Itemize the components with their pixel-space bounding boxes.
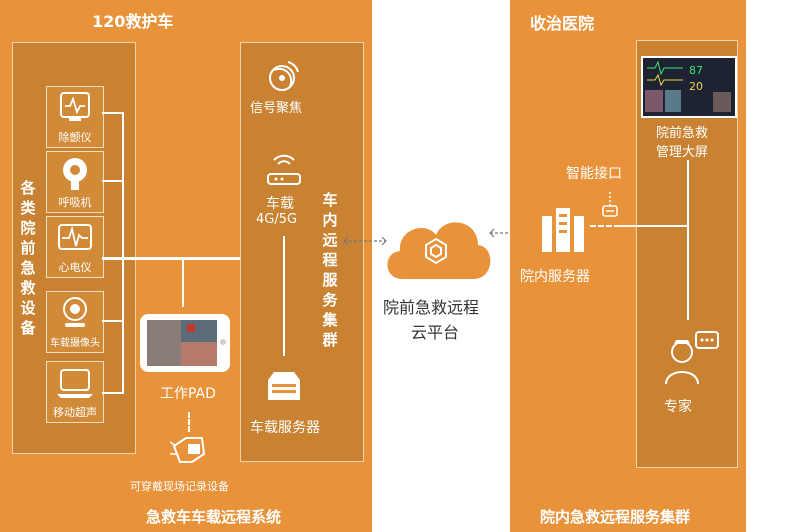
device-connector (102, 320, 124, 322)
signal-icon (269, 61, 299, 91)
cloud-line-2: 云平台 (411, 323, 460, 342)
management-screen[interactable]: 87 20 (641, 56, 737, 118)
link-arrow-left (343, 236, 387, 246)
screen-label-2: 管理大屏 (656, 145, 709, 160)
signal-label: 信号聚焦 (250, 101, 303, 116)
main-bus-line (102, 257, 272, 260)
network-sub-label: 4G/5G (256, 212, 298, 227)
working-pad[interactable] (140, 314, 230, 372)
screen-label-1: 院前急救 (656, 126, 709, 141)
monitor-value-1: 87 (689, 64, 703, 77)
vehicle-cluster-label: 车内远程服务集群 (322, 191, 338, 349)
device-defibrillator[interactable]: 除颤仪 (46, 86, 104, 148)
device-label-ultrasound: 移动超声 (53, 406, 97, 419)
wearable-connector (188, 412, 190, 432)
defibrillator-icon (60, 92, 90, 121)
interface-icon (602, 192, 618, 217)
hospital-server-icon (542, 208, 584, 252)
pad-home-button[interactable] (220, 339, 226, 345)
interface-horizontal-line (620, 225, 688, 227)
device-label-ventilator: 呼吸机 (58, 196, 92, 209)
device-camera[interactable]: 车载摄像头 (46, 291, 104, 353)
screen-vertical-line (687, 160, 689, 320)
pad-connector (182, 259, 184, 307)
pad-label: 工作PAD (160, 386, 216, 402)
interface-label: 智能接口 (566, 166, 622, 182)
cloud-platform-icon (387, 222, 491, 279)
ambulance-system-title: 急救车车载远程系统 (146, 508, 282, 526)
hospital-title: 收治医院 (530, 14, 595, 33)
devices-group-label: 各类院前急救设备 (20, 179, 36, 337)
router-icon (267, 154, 301, 185)
wearable-device-icon (169, 437, 206, 463)
ecg-icon (58, 224, 92, 250)
monitor-value-2: 20 (689, 80, 703, 93)
vehicle-server-label: 车载服务器 (250, 420, 320, 436)
expert-label: 专家 (664, 399, 692, 415)
ultrasound-icon (57, 369, 93, 398)
device-label-defibrillator: 除颤仪 (58, 131, 92, 144)
device-ventilator[interactable]: 呼吸机 (46, 151, 104, 213)
ambulance-title: 120救护车 (92, 12, 174, 31)
camera-icon (63, 297, 87, 327)
vehicle-cluster-box (240, 42, 364, 462)
expert-icon (665, 331, 719, 385)
device-ecg[interactable]: 心电仪 (46, 216, 104, 278)
wearable-label: 可穿戴现场记录设备 (130, 480, 229, 493)
hospital-server-label: 院内服务器 (520, 269, 590, 285)
device-ultrasound[interactable]: 移动超声 (46, 361, 104, 423)
monitor-waveform (645, 60, 731, 112)
hospital-cluster-title: 院内急救远程服务集群 (540, 508, 691, 526)
cluster-vertical-line (283, 236, 285, 356)
ventilator-icon (63, 158, 87, 190)
device-label-camera: 车载摄像头 (50, 338, 100, 349)
device-connector (122, 112, 124, 394)
interface-dashed-line (590, 225, 620, 227)
pad-screen (147, 320, 217, 366)
device-label-ecg: 心电仪 (58, 261, 92, 274)
device-connector (102, 180, 124, 182)
device-connector (102, 112, 124, 114)
server-icon (268, 372, 300, 400)
network-label: 车载 (266, 196, 294, 212)
right-margin (746, 0, 785, 532)
cloud-line-1: 院前急救远程 (383, 298, 480, 317)
device-connector (102, 392, 124, 394)
